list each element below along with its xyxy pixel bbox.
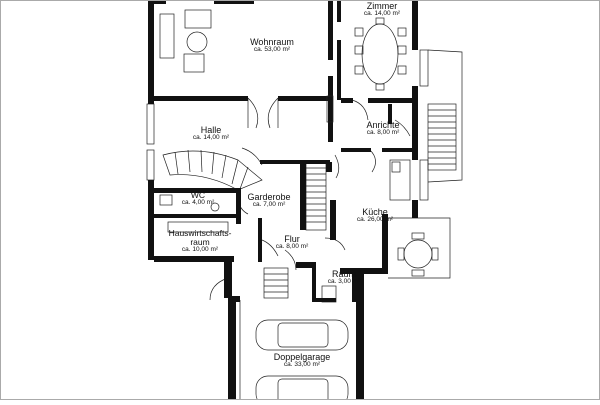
stair-flur: [305, 161, 327, 231]
room-garderobe-area: ca. 7,00 m²: [252, 201, 286, 209]
room-wc-area: ca. 4,00 m²: [181, 198, 215, 206]
room-hwr: Hauswirtschafts- raum ca. 10,00 m²: [164, 229, 236, 254]
room-anrichte-area: ca. 8,00 m²: [366, 129, 400, 137]
entry-stair: [263, 267, 289, 299]
room-flur: Flur ca. 8,00 m²: [264, 234, 320, 251]
living-furniture: [159, 9, 212, 73]
room-garderobe-name: Garderobe: [247, 192, 291, 202]
room-anrichte: Anrichte ca. 8,00 m²: [355, 120, 411, 137]
room-flur-name: Flur: [284, 234, 300, 244]
stair-anrichte: [427, 103, 457, 171]
room-kueche: Küche ca. 26,00 m²: [344, 207, 406, 224]
room-wc: WC ca. 4,00 m²: [174, 191, 222, 207]
room-anrichte-name: Anrichte: [366, 120, 400, 130]
room-hwr-area: ca. 10,00 m²: [181, 245, 219, 253]
room-garage-area: ca. 33,00 m²: [283, 361, 321, 369]
room-hwr-name-2: raum: [190, 236, 210, 247]
room-halle-name: Halle: [200, 125, 222, 135]
room-hwr-name-1: Hauswirtschafts-: [168, 228, 232, 238]
room-zimmer: Zimmer ca. 14,00 m²: [352, 1, 412, 18]
room-zimmer-area: ca. 14,00 m²: [363, 10, 401, 18]
room-flur-area: ca. 8,00 m²: [275, 243, 309, 251]
room-wohnraum-name: Wohnraum: [250, 37, 294, 47]
room-zimmer-name: Zimmer: [366, 1, 398, 11]
room-garage: Doppelgarage ca. 33,00 m²: [262, 352, 342, 369]
spiral-stair: [162, 149, 263, 191]
room-raum: Raum ca. 3,00 m²: [318, 269, 370, 286]
car-top: [255, 319, 349, 351]
room-wohnraum-area: ca. 53,00 m²: [253, 46, 291, 54]
kitchen-table: [397, 232, 439, 277]
dining-table: [354, 17, 407, 91]
walls: [148, 0, 418, 400]
car-bottom: [255, 375, 349, 405]
room-wohnraum: Wohnraum ca. 53,00 m²: [236, 37, 308, 54]
room-garage-name: Doppelgarage: [273, 352, 331, 362]
room-kueche-name: Küche: [362, 207, 388, 217]
room-garderobe: Garderobe ca. 7,00 m²: [238, 192, 300, 209]
room-raum-area: ca. 3,00 m²: [327, 278, 361, 286]
room-halle: Halle ca. 14,00 m²: [180, 125, 242, 142]
room-kueche-area: ca. 26,00 m²: [356, 216, 394, 224]
room-halle-area: ca. 14,00 m²: [192, 134, 230, 142]
room-raum-name: Raum: [331, 269, 356, 279]
room-wc-name: WC: [190, 190, 206, 200]
